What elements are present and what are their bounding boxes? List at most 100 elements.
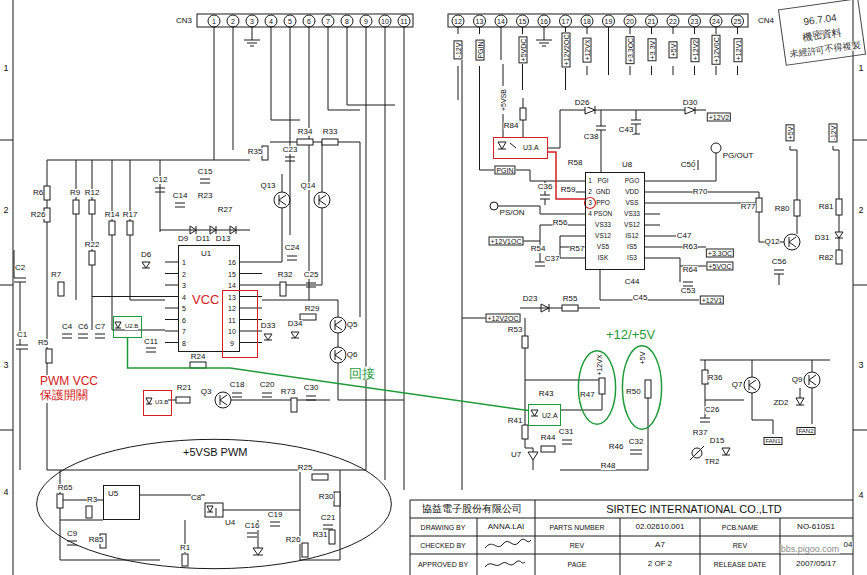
pin-circle [538,15,550,27]
title-cell: CHECKED BY [420,542,466,549]
part-ref: C37 [545,255,560,263]
pin-circle [284,15,296,27]
part-ref: C19 [268,511,283,519]
net-label: +3.3OC [706,249,734,258]
pin-number: 7 [326,18,330,25]
resistor-symbol [89,251,95,265]
ic-pin-name: PGO [625,178,639,185]
part-ref: R29 [305,305,320,313]
part-ref: Q9 [792,376,803,384]
pin-number: 14 [497,18,505,25]
transistor-symbol [330,347,346,363]
edge-label: 回接 [347,367,377,380]
title-cell: REV [570,542,584,549]
wire [690,360,830,460]
connector-body [448,14,748,27]
pin-circle [208,15,220,27]
pin-number: 9 [230,339,234,346]
net-label: +5V [669,42,678,59]
pin-highlight [585,198,596,209]
pin-number: 1 [182,259,186,266]
part-ref: R85 [89,536,104,544]
part-ref: C25 [304,271,319,279]
part-ref: R53 [508,326,523,334]
part-ref: C9 [67,530,77,538]
diode-symbol [142,226,299,340]
part-ref: R32 [278,271,293,279]
pin-number: 2 [231,18,235,25]
grid-index: 4 [3,488,8,497]
pin-number: 4 [182,293,186,300]
pin-number: 9 [364,18,368,25]
pin-number: 1 [212,18,216,25]
part-ref: R36 [708,374,723,382]
part-ref: D33 [261,322,276,330]
net-label: +5V [639,352,646,365]
net-label: +12V1 [700,296,724,305]
connector-pins [208,15,744,27]
part-ref: C21 [321,514,336,522]
test-point [711,143,721,153]
part-ref: C12 [153,176,168,184]
wire [214,27,404,490]
wire [165,262,262,343]
part-ref: R48 [601,462,616,470]
part-ref: R41 [508,417,523,425]
pin-number: 11 [400,18,407,25]
net-label: +12V2OC [561,33,570,68]
pin-number: 16 [228,259,236,266]
resistor-symbol [599,378,605,394]
part-ref: C30 [304,384,319,392]
part-ref: D6 [141,251,151,259]
pin-number: 13 [228,293,236,300]
part-ref: R57 [570,245,585,253]
part-ref: R50 [626,387,641,396]
pin-number: 2 [182,270,186,277]
part-ref: R14 [105,211,120,219]
resistor-symbol [109,221,115,235]
stamp-text: 未經許可不得複製 [789,41,862,60]
pin-number: 25 [734,18,742,25]
ic-pin-name: VS12 [595,233,611,240]
net-label: +3.3OC [626,36,635,64]
part-ref: D11 [196,235,210,243]
pin-circle [341,15,353,27]
pin-number: 7 [182,328,186,335]
grid-index: 1 [3,64,8,73]
pin-number: 18 [583,18,591,25]
part-ref: R3 [87,496,97,504]
transistor-symbol [784,234,800,250]
part-ref: Q5 [347,321,358,329]
pin-number: 2 [588,189,592,196]
title-cell: ANNA.LAI [488,523,524,531]
pin-circle [646,15,658,27]
resistor-symbol [89,200,95,214]
title-cell: PCB.NAME [722,524,759,531]
ic-pin-name: VDD [625,189,639,196]
part-ref: D23 [523,295,538,303]
resistor-symbol [329,530,335,544]
pin-number: 3 [588,200,592,207]
resistor-symbol [520,108,526,120]
pin-circle [667,15,679,27]
transistor-symbol [220,195,816,405]
part-ref: R58 [568,159,583,167]
title-cell: 02.02610.001 [636,523,685,531]
thermistor-symbol [692,448,702,458]
grid-index: 3 [3,361,8,370]
resistor-symbol [522,425,528,439]
title-cell: 04 [844,541,853,549]
part-ref: R43 [539,390,554,398]
annotation: VCC [192,293,219,308]
ic-name: U8 [622,160,632,169]
pin-number: 4 [588,211,592,218]
pin-number: 23 [691,18,699,25]
transistor-symbol [274,192,290,208]
resistor-symbol [58,282,64,296]
pin-number: 1 [588,178,592,185]
resistor-symbol [57,494,63,508]
highlight-box: U2.A [528,404,561,426]
part-ref: R31 [313,531,328,539]
net-label: +5VSB [500,89,507,111]
resistor-symbol [127,221,133,235]
